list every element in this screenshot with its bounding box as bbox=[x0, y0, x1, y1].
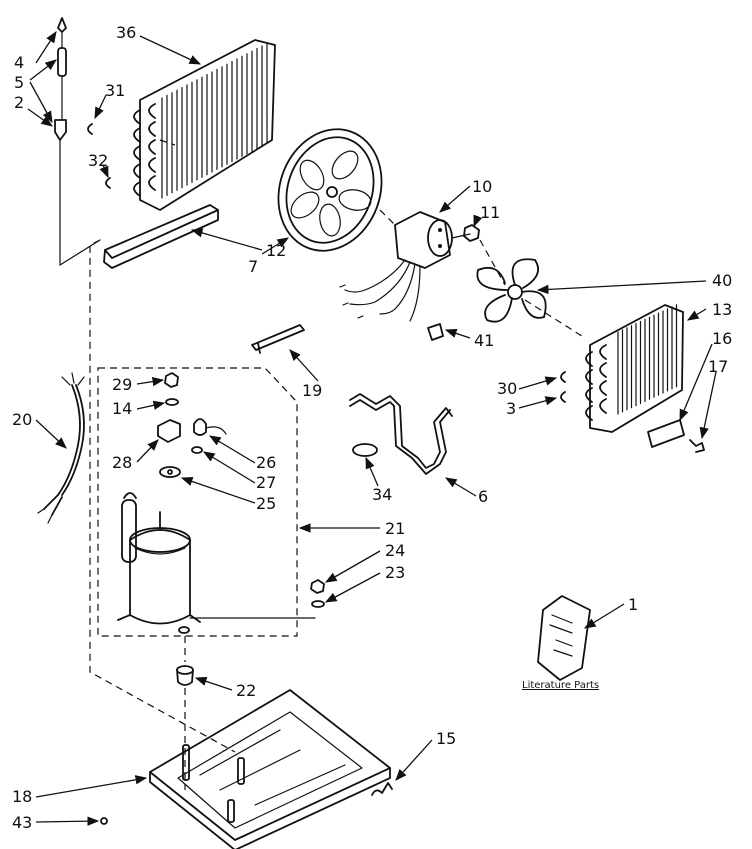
assembly-lines bbox=[89, 139, 236, 790]
callout-27: 27 bbox=[256, 473, 276, 492]
callout-4: 4 bbox=[14, 53, 24, 72]
clip-32 bbox=[105, 177, 111, 189]
clip-17 bbox=[689, 439, 705, 453]
callout-19: 19 bbox=[302, 381, 322, 400]
callout-36: 36 bbox=[116, 23, 136, 42]
callout-26: 26 bbox=[256, 453, 276, 472]
callout-5: 5 bbox=[14, 73, 24, 92]
clamp-34 bbox=[352, 443, 378, 457]
clip-3 bbox=[560, 391, 566, 403]
evaporator-tube-bends bbox=[133, 103, 156, 197]
callout-6: 6 bbox=[478, 487, 488, 506]
callout-31: 31 bbox=[105, 81, 125, 100]
fan-motor bbox=[339, 209, 471, 322]
compressor bbox=[117, 492, 316, 634]
callout-29: 29 bbox=[112, 375, 132, 394]
clip-41 bbox=[427, 323, 444, 341]
callout-11: 11 bbox=[480, 203, 500, 222]
callout-28: 28 bbox=[112, 453, 132, 472]
grommet-22 bbox=[176, 665, 194, 686]
callout-numbers: 4 5 2 36 31 32 12 7 10 11 40 13 16 17 41… bbox=[12, 23, 732, 832]
literature-label: Literature Parts bbox=[522, 680, 599, 691]
callout-10: 10 bbox=[472, 177, 492, 196]
condenser-coil bbox=[585, 304, 684, 433]
washer-23 bbox=[311, 600, 325, 608]
clip-30 bbox=[560, 371, 566, 383]
callout-24: 24 bbox=[385, 541, 405, 560]
screw-43 bbox=[100, 817, 108, 825]
blower-blades bbox=[290, 150, 372, 237]
literature-booklet bbox=[537, 595, 591, 681]
callout-7: 7 bbox=[248, 257, 258, 276]
callout-20: 20 bbox=[12, 410, 32, 429]
power-cord bbox=[37, 372, 85, 524]
callout-18: 18 bbox=[12, 787, 32, 806]
callout-3: 3 bbox=[506, 399, 516, 418]
clip-31 bbox=[87, 123, 93, 135]
callout-30: 30 bbox=[497, 379, 517, 398]
callout-13: 13 bbox=[712, 300, 732, 319]
grommet-hardware bbox=[157, 372, 227, 478]
compressor-group-outline bbox=[97, 367, 298, 637]
callout-22: 22 bbox=[236, 681, 256, 700]
leader-lines bbox=[27, 31, 717, 826]
evaporator-coil bbox=[133, 39, 276, 211]
callout-43: 43 bbox=[12, 813, 32, 832]
condenser-fins bbox=[617, 304, 678, 415]
insulation-16 bbox=[647, 419, 685, 448]
clip-15 bbox=[371, 782, 393, 796]
nut-11 bbox=[463, 224, 480, 242]
callout-16: 16 bbox=[712, 329, 732, 348]
callout-1: 1 bbox=[628, 595, 638, 614]
callout-12: 12 bbox=[266, 241, 286, 260]
blower-shroud bbox=[277, 128, 383, 252]
callout-2: 2 bbox=[14, 93, 24, 112]
callout-17: 17 bbox=[708, 357, 728, 376]
callout-14: 14 bbox=[112, 399, 132, 418]
service-valve-assembly bbox=[54, 17, 101, 266]
callout-34: 34 bbox=[372, 485, 392, 504]
callout-41: 41 bbox=[474, 331, 494, 350]
drain-trough bbox=[103, 204, 219, 269]
callout-23: 23 bbox=[385, 563, 405, 582]
evaporator-fins bbox=[161, 42, 268, 199]
callout-32: 32 bbox=[88, 151, 108, 170]
callout-40: 40 bbox=[712, 271, 732, 290]
condenser-fan-blade bbox=[476, 239, 586, 339]
heater-19 bbox=[251, 324, 305, 354]
callout-21: 21 bbox=[385, 519, 405, 538]
base-pan bbox=[149, 689, 391, 849]
nut-24 bbox=[310, 579, 325, 594]
callout-25: 25 bbox=[256, 494, 276, 513]
tubing-6 bbox=[349, 393, 453, 475]
callout-15: 15 bbox=[436, 729, 456, 748]
